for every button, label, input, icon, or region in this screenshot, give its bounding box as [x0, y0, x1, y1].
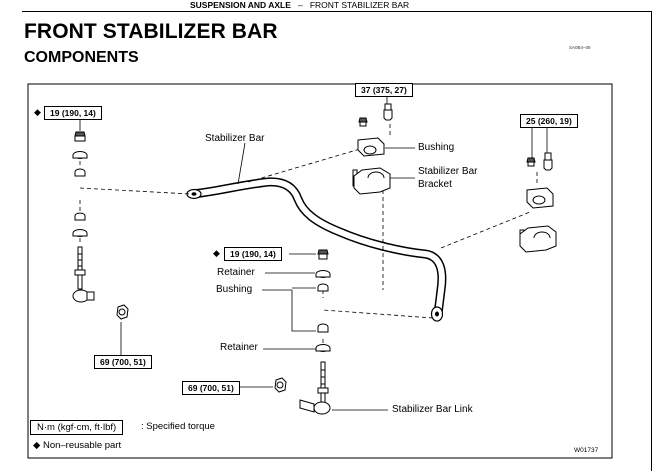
page-header: SUSPENSION AND AXLE – FRONT STABILIZER B…: [190, 0, 409, 10]
legend-nonreusable: ◆ Non–reusable part: [33, 440, 121, 451]
legend-torque-desc: : Specified torque: [141, 421, 215, 432]
legend-nonreusable-symbol: ◆: [33, 440, 41, 451]
label-retainer-lower: Retainer: [220, 342, 258, 353]
torque-center-link-nut: 69 (700, 51): [182, 381, 240, 395]
alignment-lines: [79, 124, 538, 346]
nonreusable-marker-left: ◆: [34, 107, 41, 117]
diagram-frame: [27, 83, 613, 459]
legend-torque-unit: N·m (kgf·cm, ft·lbf): [30, 420, 124, 435]
label-bracket-line1: Stabilizer Bar: [418, 166, 478, 177]
header-separator: –: [298, 0, 303, 10]
torque-left-nut: 19 (190, 14): [44, 106, 102, 120]
legend-nonreusable-desc: Non–reusable part: [42, 440, 122, 451]
nonreusable-marker-center: ◆: [213, 248, 220, 258]
top-bushing-bracket: [352, 103, 393, 195]
right-margin-rule: [651, 11, 652, 471]
header-subsection: FRONT STABILIZER BAR: [309, 0, 410, 10]
label-stabilizer-bar-link: Stabilizer Bar Link: [392, 404, 473, 415]
leader-lines: [79, 94, 548, 411]
torque-left-link-nut: 69 (700, 51): [94, 355, 152, 369]
right-bushing-bracket: [519, 152, 557, 253]
header-section: SUSPENSION AND AXLE: [190, 0, 291, 10]
torque-center-nut: 19 (190, 14): [224, 247, 282, 261]
figure-code: SA0B4–08: [569, 45, 591, 50]
label-bracket-line2: Bracket: [418, 179, 452, 190]
left-link-assembly: [72, 131, 129, 320]
label-bushing-mid: Bushing: [216, 284, 253, 295]
torque-top-bracket-bolt: 37 (375, 27): [355, 83, 413, 97]
figure-id: W01737: [574, 447, 599, 454]
torque-right-bracket-bolt: 25 (260, 19): [520, 114, 578, 128]
label-retainer-upper: Retainer: [217, 267, 255, 278]
header-rule: [22, 11, 652, 12]
stabilizer-bar-fill: [189, 178, 445, 317]
section-subtitle: COMPONENTS: [24, 49, 139, 66]
label-bracket: Stabilizer Bar Bracket: [418, 165, 477, 191]
page-title: FRONT STABILIZER BAR: [24, 20, 278, 43]
label-stabilizer-bar: Stabilizer Bar: [205, 133, 265, 144]
label-bushing-top: Bushing: [418, 142, 455, 153]
center-link-stack: [274, 249, 331, 415]
